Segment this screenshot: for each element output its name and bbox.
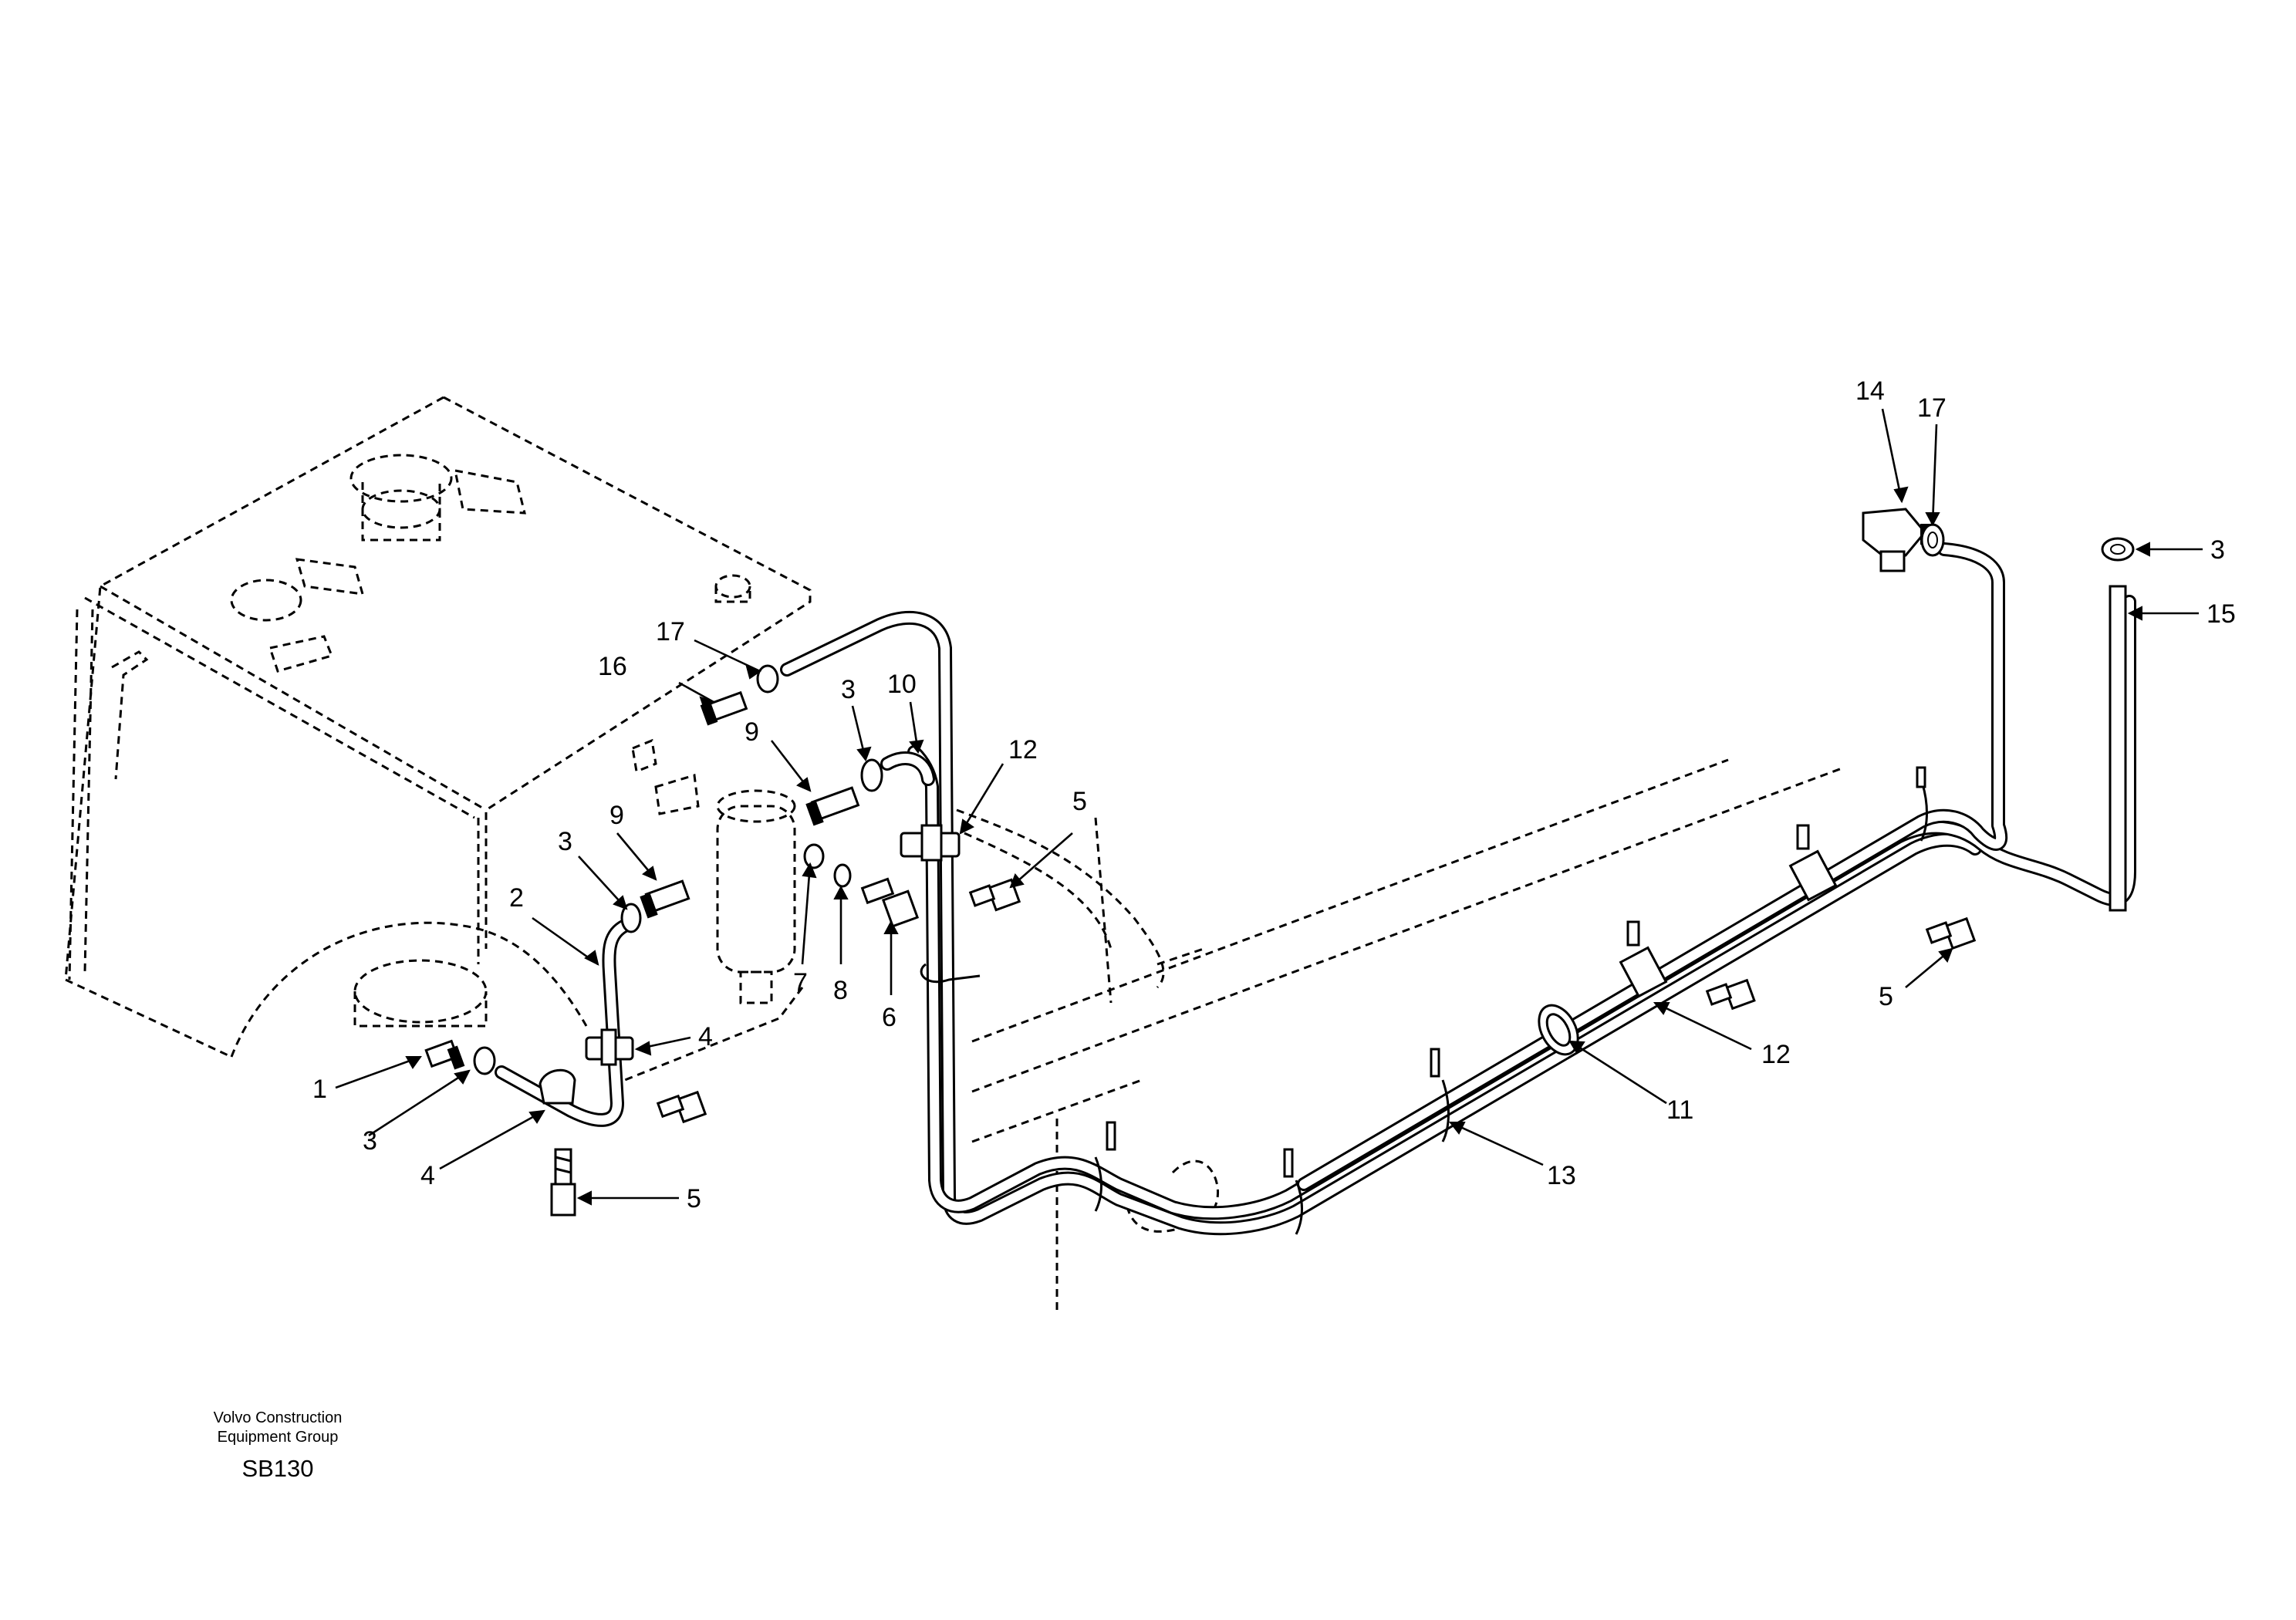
cable-tie-13 bbox=[1441, 1079, 1450, 1142]
fitting-9-right bbox=[805, 786, 860, 826]
callout-13: 13 bbox=[1547, 1161, 1576, 1190]
callout-16: 16 bbox=[598, 652, 627, 681]
callout-7: 7 bbox=[793, 968, 808, 997]
callout-labels: 1 3 4 4 5 2 3 9 16 17 9 3 10 12 5 7 8 6 … bbox=[312, 376, 2236, 1213]
washer-17-left bbox=[756, 664, 779, 694]
bolt-5-bottom bbox=[550, 1148, 576, 1217]
callout-17-left: 17 bbox=[656, 617, 685, 646]
pipe-15 bbox=[2109, 585, 2127, 912]
callout-3-top-right: 3 bbox=[2210, 535, 2225, 565]
callout-9-left: 9 bbox=[609, 801, 624, 830]
callout-3-upper: 3 bbox=[841, 675, 856, 704]
callout-15: 15 bbox=[2207, 599, 2236, 629]
callout-4-upper: 4 bbox=[698, 1022, 713, 1051]
callout-9-right: 9 bbox=[745, 717, 759, 747]
hydraulic-tank-outline bbox=[64, 396, 812, 1058]
washer-3-upper bbox=[860, 758, 883, 792]
fitting-9-left bbox=[640, 879, 690, 919]
callout-8: 8 bbox=[833, 976, 848, 1005]
bolt-6 bbox=[860, 877, 920, 928]
callout-1: 1 bbox=[312, 1075, 327, 1104]
callout-6: 6 bbox=[882, 1003, 896, 1032]
machine-frame-outline bbox=[624, 758, 1845, 1311]
filter-element bbox=[716, 789, 796, 1004]
callout-14: 14 bbox=[1855, 376, 1885, 406]
pipe-runs bbox=[495, 542, 2136, 1236]
callout-17-right: 17 bbox=[1917, 393, 1947, 423]
washer-3-bottom bbox=[473, 1046, 496, 1075]
company-name-line2: Equipment Group bbox=[217, 1429, 339, 1446]
clamps bbox=[539, 766, 1928, 1235]
fittings bbox=[424, 508, 2135, 1217]
company-name-line1: Volvo Construction bbox=[213, 1409, 343, 1426]
callout-5-right: 5 bbox=[1879, 982, 1893, 1011]
callout-10: 10 bbox=[887, 670, 917, 699]
clamp-4-lower bbox=[539, 1068, 576, 1105]
leader-lines bbox=[335, 408, 2203, 1206]
washer-3-left bbox=[620, 903, 642, 933]
callout-11: 11 bbox=[1666, 1095, 1693, 1125]
washer-8 bbox=[833, 863, 852, 888]
callout-5-upper: 5 bbox=[1072, 787, 1087, 816]
diagram-code: SB130 bbox=[241, 1455, 314, 1482]
callout-5-bottom: 5 bbox=[687, 1184, 701, 1213]
callout-4-bottom: 4 bbox=[420, 1161, 435, 1190]
elbow-14 bbox=[1862, 508, 1930, 572]
callout-2: 2 bbox=[509, 883, 524, 913]
bolt-5-right-a bbox=[656, 1090, 707, 1124]
callout-12-mid: 12 bbox=[1761, 1040, 1791, 1069]
fitting-1 bbox=[424, 1039, 465, 1070]
callout-3-bottom: 3 bbox=[363, 1126, 377, 1156]
callout-3-left: 3 bbox=[558, 827, 572, 856]
washer-7 bbox=[803, 843, 825, 869]
fitting-16 bbox=[700, 690, 748, 726]
callout-12-left: 12 bbox=[1008, 735, 1038, 764]
bolt-5-mid bbox=[1705, 978, 1756, 1011]
clamp-12-mid bbox=[1619, 946, 1668, 998]
bolt-5-right bbox=[1925, 916, 1977, 950]
footer-block: Volvo Construction Equipment Group SB130 bbox=[185, 1409, 370, 1483]
